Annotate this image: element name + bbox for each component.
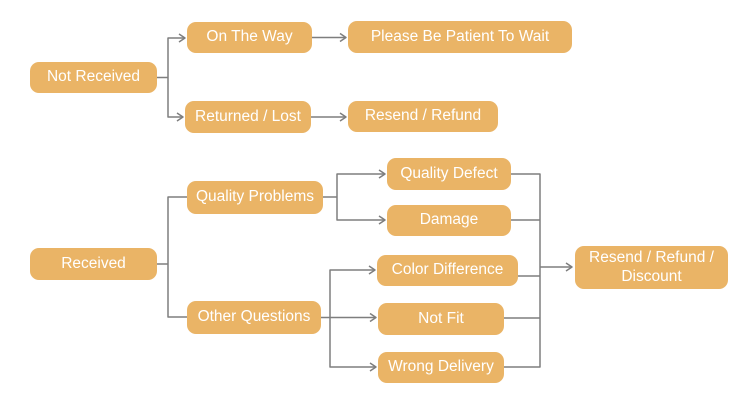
arrowhead-resend-refund (339, 112, 347, 122)
node-quality-problems: Quality Problems (187, 181, 323, 214)
node-label: Received (61, 254, 126, 272)
node-received: Received (30, 248, 157, 280)
node-quality-defect: Quality Defect (387, 158, 511, 190)
node-damage: Damage (387, 205, 511, 236)
edge-group-received (157, 196, 188, 318)
arrowhead-color-difference (368, 265, 376, 275)
node-color-difference: Color Difference (377, 255, 518, 286)
node-label: Quality Problems (195, 188, 314, 206)
edge-group-not-received (157, 33, 186, 122)
node-other-questions: Other Questions (187, 301, 321, 334)
arrowhead-returned-lost (176, 112, 184, 122)
node-label: On The Way (206, 28, 293, 46)
edge-on-the-way-to-please-wait (312, 32, 347, 43)
arrowhead-please-wait (339, 32, 347, 43)
node-wrong-delivery: Wrong Delivery (378, 352, 504, 383)
node-label: Returned / Lost (195, 107, 301, 125)
edge-returned-lost-to-resend-refund (311, 112, 347, 122)
node-not-received: Not Received (30, 62, 157, 93)
node-resend-refund: Resend / Refund (348, 101, 498, 132)
node-label: Other Questions (197, 308, 311, 326)
node-not-fit: Not Fit (378, 303, 504, 335)
node-on-the-way: On The Way (187, 22, 312, 53)
node-label: Wrong Delivery (388, 358, 494, 376)
edge-group-merge-to-resolution (504, 173, 573, 368)
node-returned-lost: Returned / Lost (185, 101, 311, 133)
node-label: Color Difference (391, 261, 504, 279)
arrowhead-wrong-delivery (369, 362, 377, 372)
node-label: Resend / Refund (364, 107, 482, 125)
node-label: Resend / Refund / Discount (589, 248, 714, 285)
node-resend-refund-discount: Resend / Refund / Discount (575, 246, 728, 289)
node-label: Not Fit (418, 309, 464, 327)
arrowhead-on-the-way (178, 33, 186, 43)
node-label: Quality Defect (400, 164, 498, 182)
edge-group-quality-problems (323, 169, 386, 225)
arrowhead-not-fit (369, 312, 377, 323)
arrowhead-resend-refund-discount (565, 262, 573, 272)
node-label: Not Received (46, 68, 141, 86)
arrowhead-damage (378, 215, 386, 225)
node-please-be-patient: Please Be Patient To Wait (348, 21, 572, 53)
node-label: Damage (419, 211, 479, 229)
arrowhead-quality-defect (378, 169, 386, 179)
node-label: Please Be Patient To Wait (370, 27, 550, 45)
edge-group-other-questions (321, 265, 377, 372)
